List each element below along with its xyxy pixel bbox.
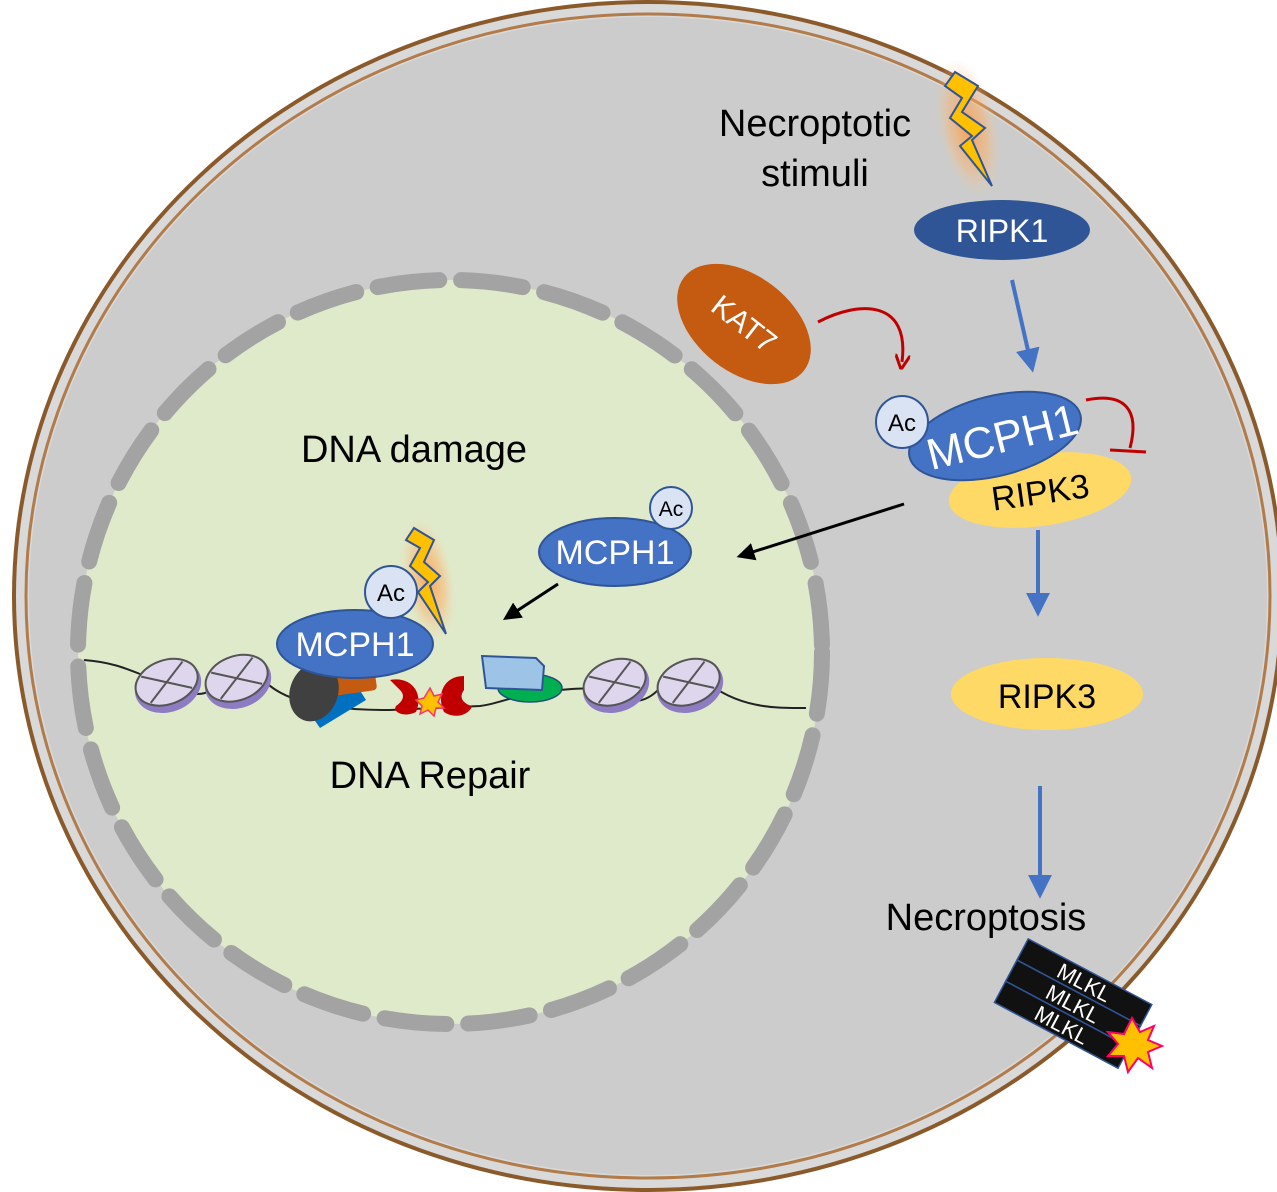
dna-repair-label: DNA Repair <box>330 755 531 797</box>
kat7-acetylation-arrow <box>817 307 903 362</box>
mcph1-nuclear-protein <box>538 517 692 587</box>
kat7-protein <box>677 263 811 385</box>
acetyl-chromatin <box>364 565 418 619</box>
dna-damage-label: DNA damage <box>301 429 527 471</box>
mcph1-inhibits-ripk3 <box>1085 396 1135 449</box>
ripk3-free-label: RIPK3 <box>998 678 1096 716</box>
nuclear-envelope <box>70 272 830 1032</box>
recruitment-arrow <box>502 582 559 620</box>
ku-left <box>390 679 419 715</box>
acetyl-cyto <box>875 395 929 449</box>
necroptotic-stimuli-label: Necroptotic <box>719 103 911 145</box>
break-spark-icon <box>414 686 446 718</box>
burst-icon <box>1105 1015 1165 1075</box>
dna-damage-lightning-icon <box>404 526 447 635</box>
ripk3-free-protein <box>951 658 1143 730</box>
inhibition-bar <box>1109 448 1147 454</box>
nucleosome-4 <box>656 657 724 714</box>
repair-complex <box>289 662 377 728</box>
mcph1-chromatin-protein <box>276 609 434 679</box>
acetyl-chromatin-label: Ac <box>377 580 405 607</box>
nucleosome-3 <box>582 657 650 714</box>
necroptotic-stimuli-label-2: stimuli <box>761 153 869 195</box>
lightning-icon <box>943 70 993 187</box>
ripk1-label: RIPK1 <box>956 213 1048 249</box>
acetyl-cyto-label: Ac <box>888 410 916 437</box>
nucleus <box>78 280 822 1024</box>
nucleosome-2 <box>204 653 272 710</box>
mcph1-chromatin-label: MCPH1 <box>295 626 414 664</box>
translocation-arrow <box>736 502 905 561</box>
mcph1-nuclear-label: MCPH1 <box>555 534 674 572</box>
acetyl-nuclear-label: Ac <box>659 498 684 521</box>
necroptosis-label: Necroptosis <box>886 897 1087 939</box>
repair-protein-blue <box>480 654 546 692</box>
ku-right <box>440 676 472 716</box>
mcph1-cyto-protein <box>908 390 1082 482</box>
acetyl-nuclear <box>649 486 693 530</box>
nucleosome-1 <box>134 657 202 714</box>
ripk1-protein <box>914 200 1090 260</box>
ripk1-to-mcph1-arrow <box>1010 279 1040 373</box>
